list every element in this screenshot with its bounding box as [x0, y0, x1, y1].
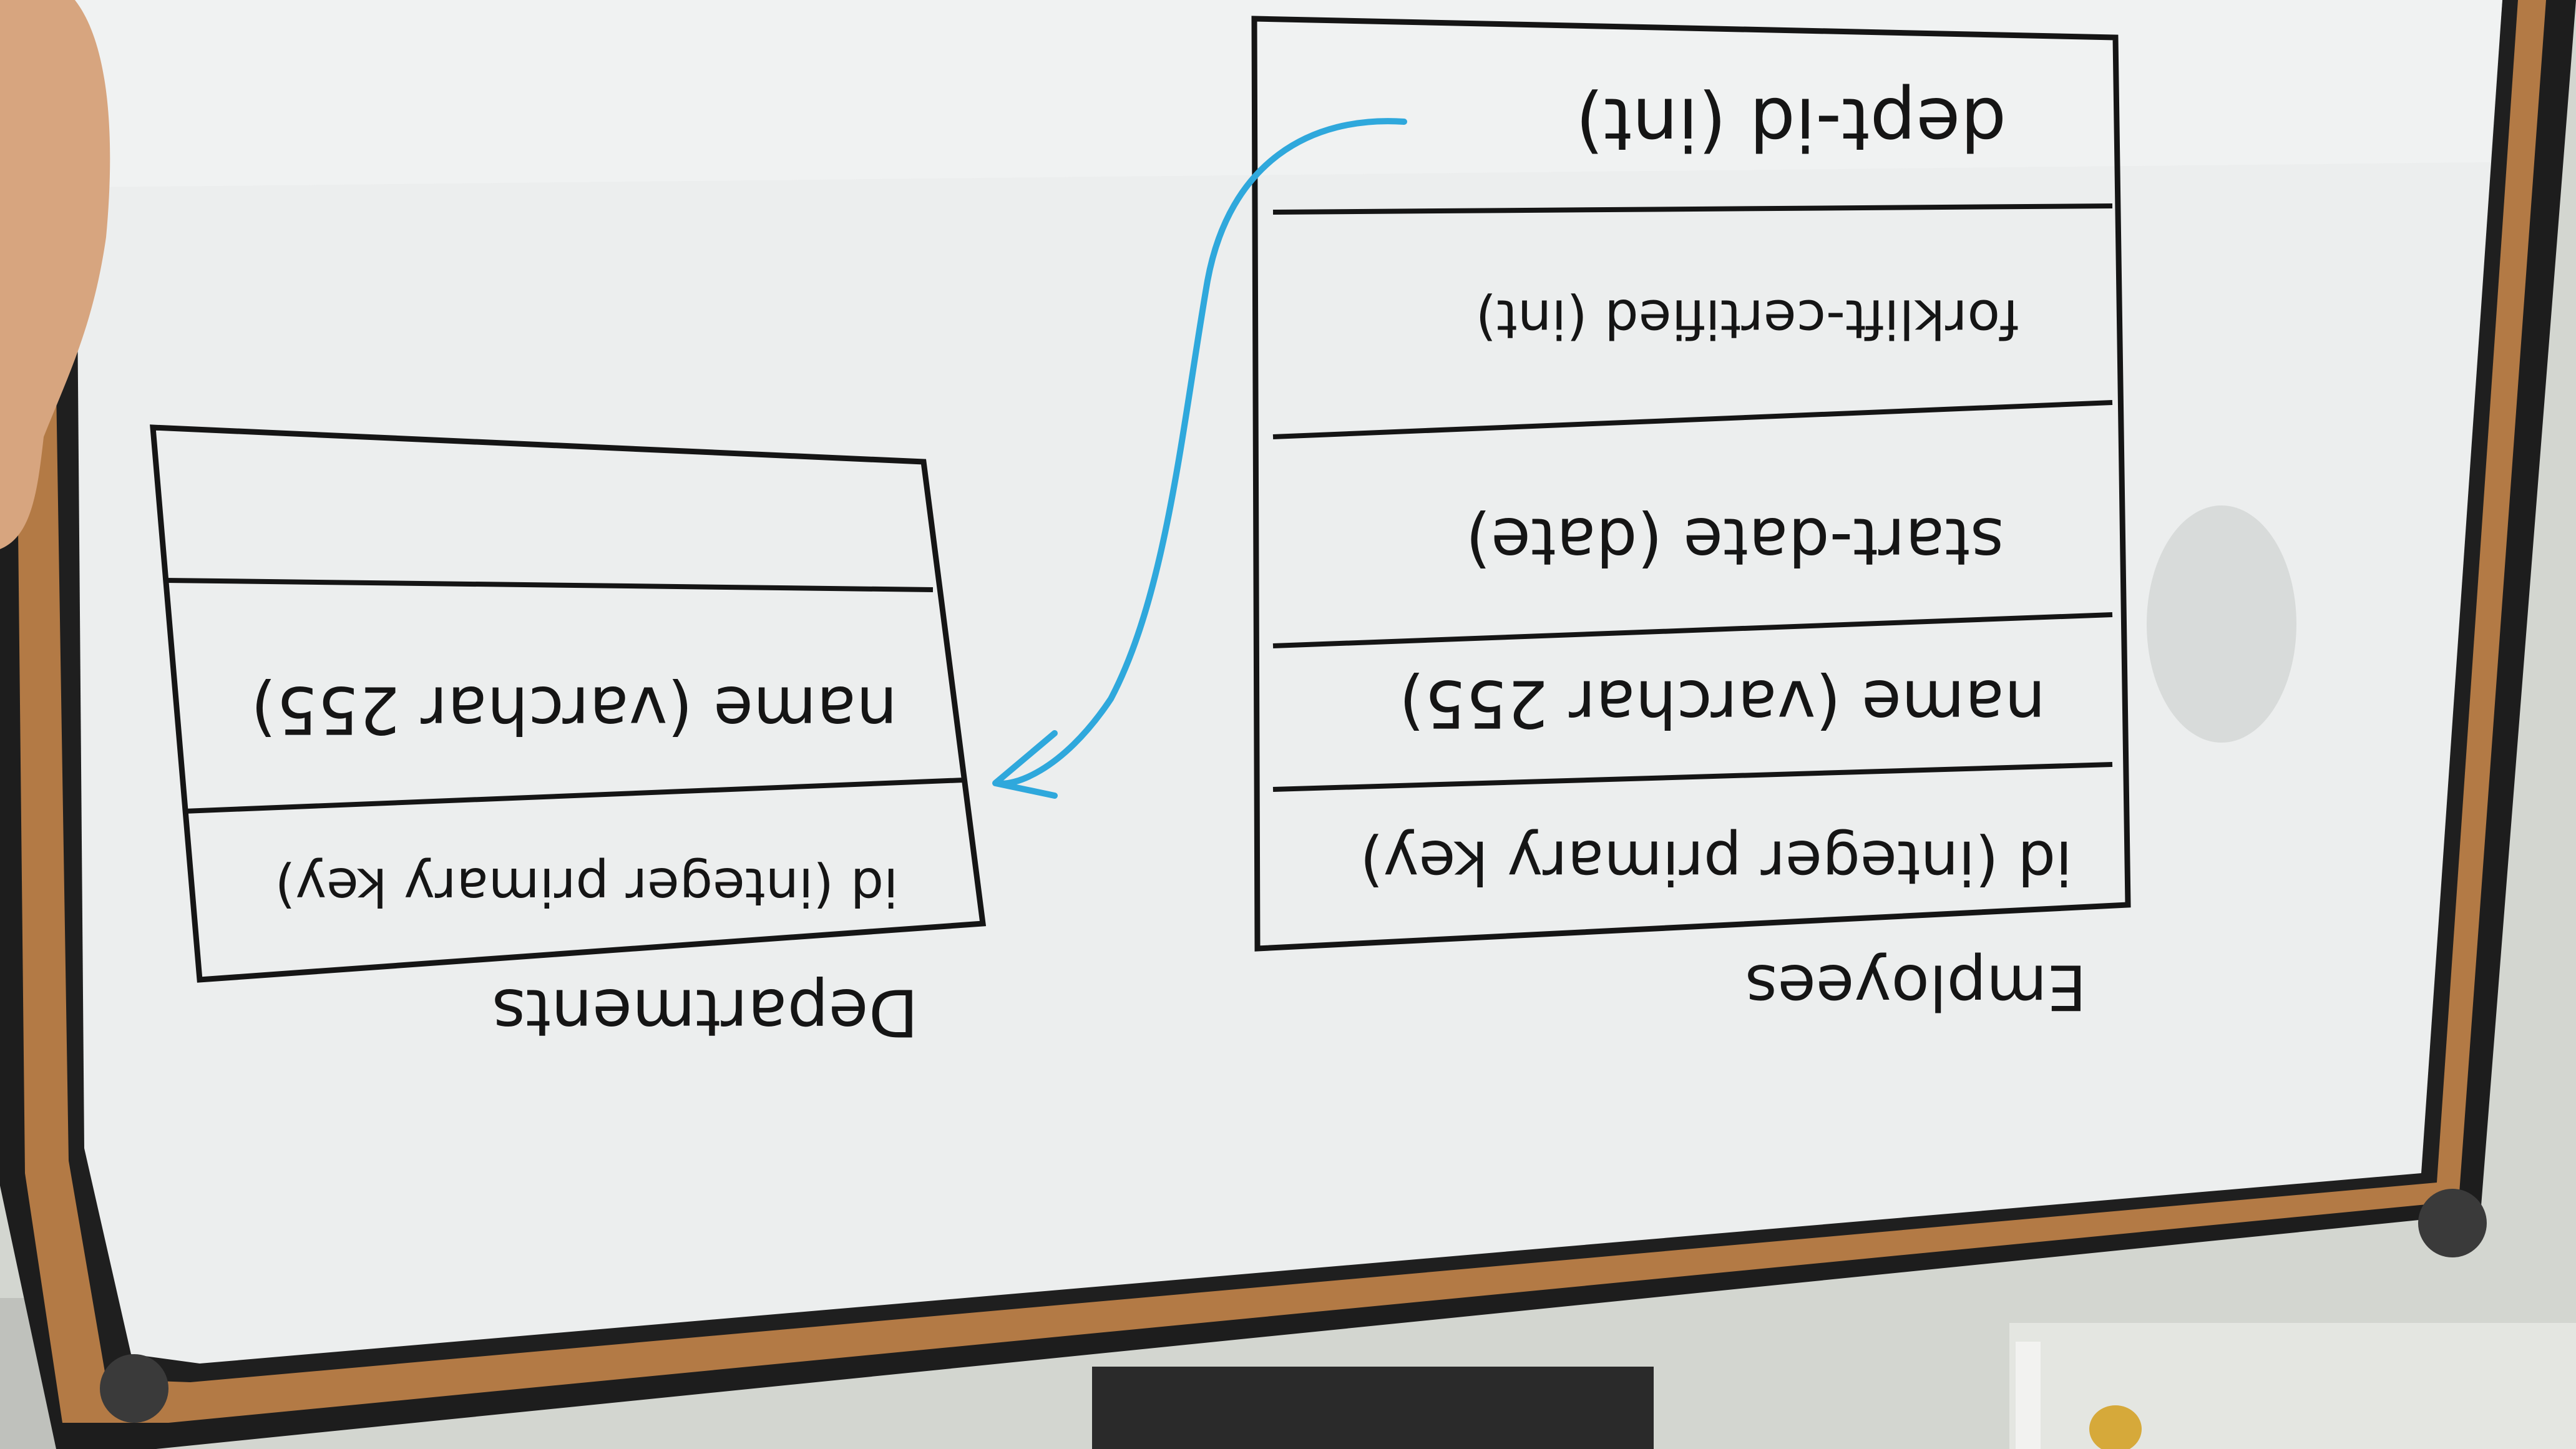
easel-stand [1092, 1367, 1654, 1449]
employees-row-divider [1272, 762, 2113, 792]
employees-row: dept-id (int) [1576, 81, 2006, 165]
employees-row-label: start-date (date) [1466, 504, 2004, 580]
board-smudge [2147, 505, 2296, 743]
employees-title-group: Employees [1745, 951, 2086, 1024]
employees-table: id (integer primary key) name (varchar 2… [1251, 16, 2131, 1024]
frame-corner-icon [2418, 1189, 2487, 1257]
employees-title: Employees [1745, 951, 2086, 1024]
employees-row: id (integer primary key) [1360, 827, 2072, 897]
door-edge [2016, 1342, 2041, 1449]
employees-row-divider [1272, 612, 2113, 648]
departments-row: name (varchar 255) [251, 672, 897, 748]
departments-title: Departments [492, 975, 919, 1051]
relationship-arrow-line [995, 118, 1407, 787]
employees-row-divider [1272, 400, 2113, 439]
employees-row: start-date (date) [1466, 504, 2004, 580]
board-surface [75, 0, 2502, 1364]
arrow-icon [992, 118, 1407, 799]
departments-title-group: Departments [492, 975, 919, 1051]
relationship-arrow-head [992, 730, 1058, 799]
departments-table: id (integer primary key) name (varchar 2… [150, 424, 987, 1051]
board-highlight [75, 0, 2502, 187]
departments-row-label: name (varchar 255) [251, 672, 897, 748]
door-knob-icon [2089, 1405, 2142, 1449]
employees-row-label: name (varchar 255) [1399, 666, 2046, 742]
employees-row-label: id (integer primary key) [1360, 827, 2072, 897]
frame-corner-icon [100, 1354, 168, 1423]
employees-table-border [1251, 16, 2131, 952]
departments-row: id (integer primary key) [275, 856, 899, 917]
departments-row-divider [165, 578, 934, 592]
hand [0, 0, 110, 549]
employees-row-label: forklift-certified (int) [1476, 288, 2019, 350]
employees-row-divider [1272, 203, 2113, 215]
employees-row: forklift-certified (int) [1476, 288, 2019, 350]
employees-row-label: dept-id (int) [1576, 81, 2006, 165]
employees-row: name (varchar 255) [1399, 666, 2046, 742]
departments-table-border [150, 424, 987, 983]
departments-row-divider [183, 778, 965, 814]
departments-row-label: id (integer primary key) [275, 856, 899, 917]
